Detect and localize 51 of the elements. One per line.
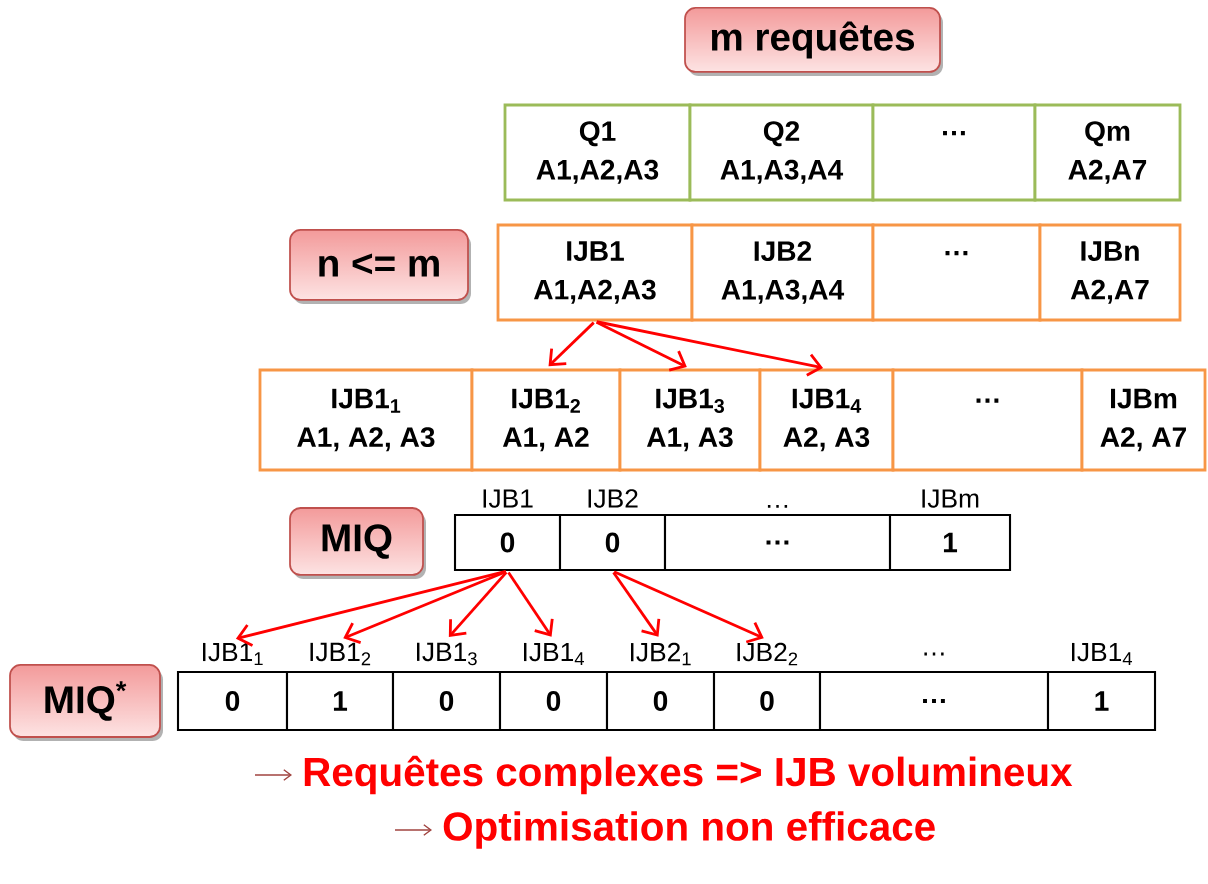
arrow [548,321,595,367]
arrow [596,320,824,377]
label-box: MIQ [289,507,426,579]
arrow [343,570,507,644]
table-cell: 0 [605,670,716,732]
column-header: … [767,505,788,508]
table-cell: IJBn A2,A7 [1038,223,1182,322]
column-header: IJB1$_{4}$ [1072,642,1132,666]
label-box: MIQ$^{*}$ [9,664,163,741]
label-box: m requêtes [684,7,943,76]
note-text: Requêtes complexes => IJB volumineux [304,755,1073,795]
column-header: IJB1$_{1}$ [203,642,263,666]
arrow [612,571,661,637]
table-cell: 0 [498,670,609,732]
column-header: IJB2$_{1}$ [631,642,691,666]
arrow [235,570,507,647]
table-cell: Qm A2,A7 [1033,103,1182,202]
column-header: IJB1$_{4}$ [524,642,584,666]
table-cell: 0 [391,670,502,732]
column-header: IJB2 [588,489,638,508]
table-cell: Q1 A1,A2,A3 [503,103,692,202]
table-cell: 1 [888,513,1012,572]
table-cell: IJB1$_{2}$ A1, A2 [470,368,622,472]
arrow [595,320,687,372]
column-header: IJB1$_{2}$ [310,642,371,666]
column-header: IJB1 [483,489,533,508]
column-header: … [924,652,944,656]
table-cell: … [891,368,1084,472]
table-cell: 0 [712,670,822,732]
table-cell: IJBm A2, A7 [1080,368,1207,472]
table-cell: IJB1$_{1}$ A1, A2, A3 [258,368,474,472]
table-cell: IJB1$_{3}$ A1, A3 [618,368,762,472]
table-cell: 0 [176,670,289,732]
table-cell: 0 [558,513,667,572]
table-cell: … [871,223,1042,322]
table-cell: IJB2 A1,A3,A4 [690,223,875,322]
arrow [448,571,508,637]
arrow [613,570,764,644]
table-cell: 1 [285,670,395,732]
table-cell: IJB1$_{4}$ A2, A3 [758,368,895,472]
column-header: IJBm [922,489,979,508]
column-header: IJB1$_{3}$ [417,642,477,666]
note-text: Optimisation non efficace [443,811,935,849]
label-box: n <= m [289,229,471,304]
table-cell: 0 [453,513,562,572]
table-cell: 1 [1046,670,1157,732]
table-cell: IJB1 A1,A2,A3 [496,223,694,322]
column-header: IJB2$_{2}$ [737,642,798,666]
arrow [507,571,554,637]
table-cell: … [871,103,1037,202]
table-cell: Q2 A1,A3,A4 [688,103,875,202]
